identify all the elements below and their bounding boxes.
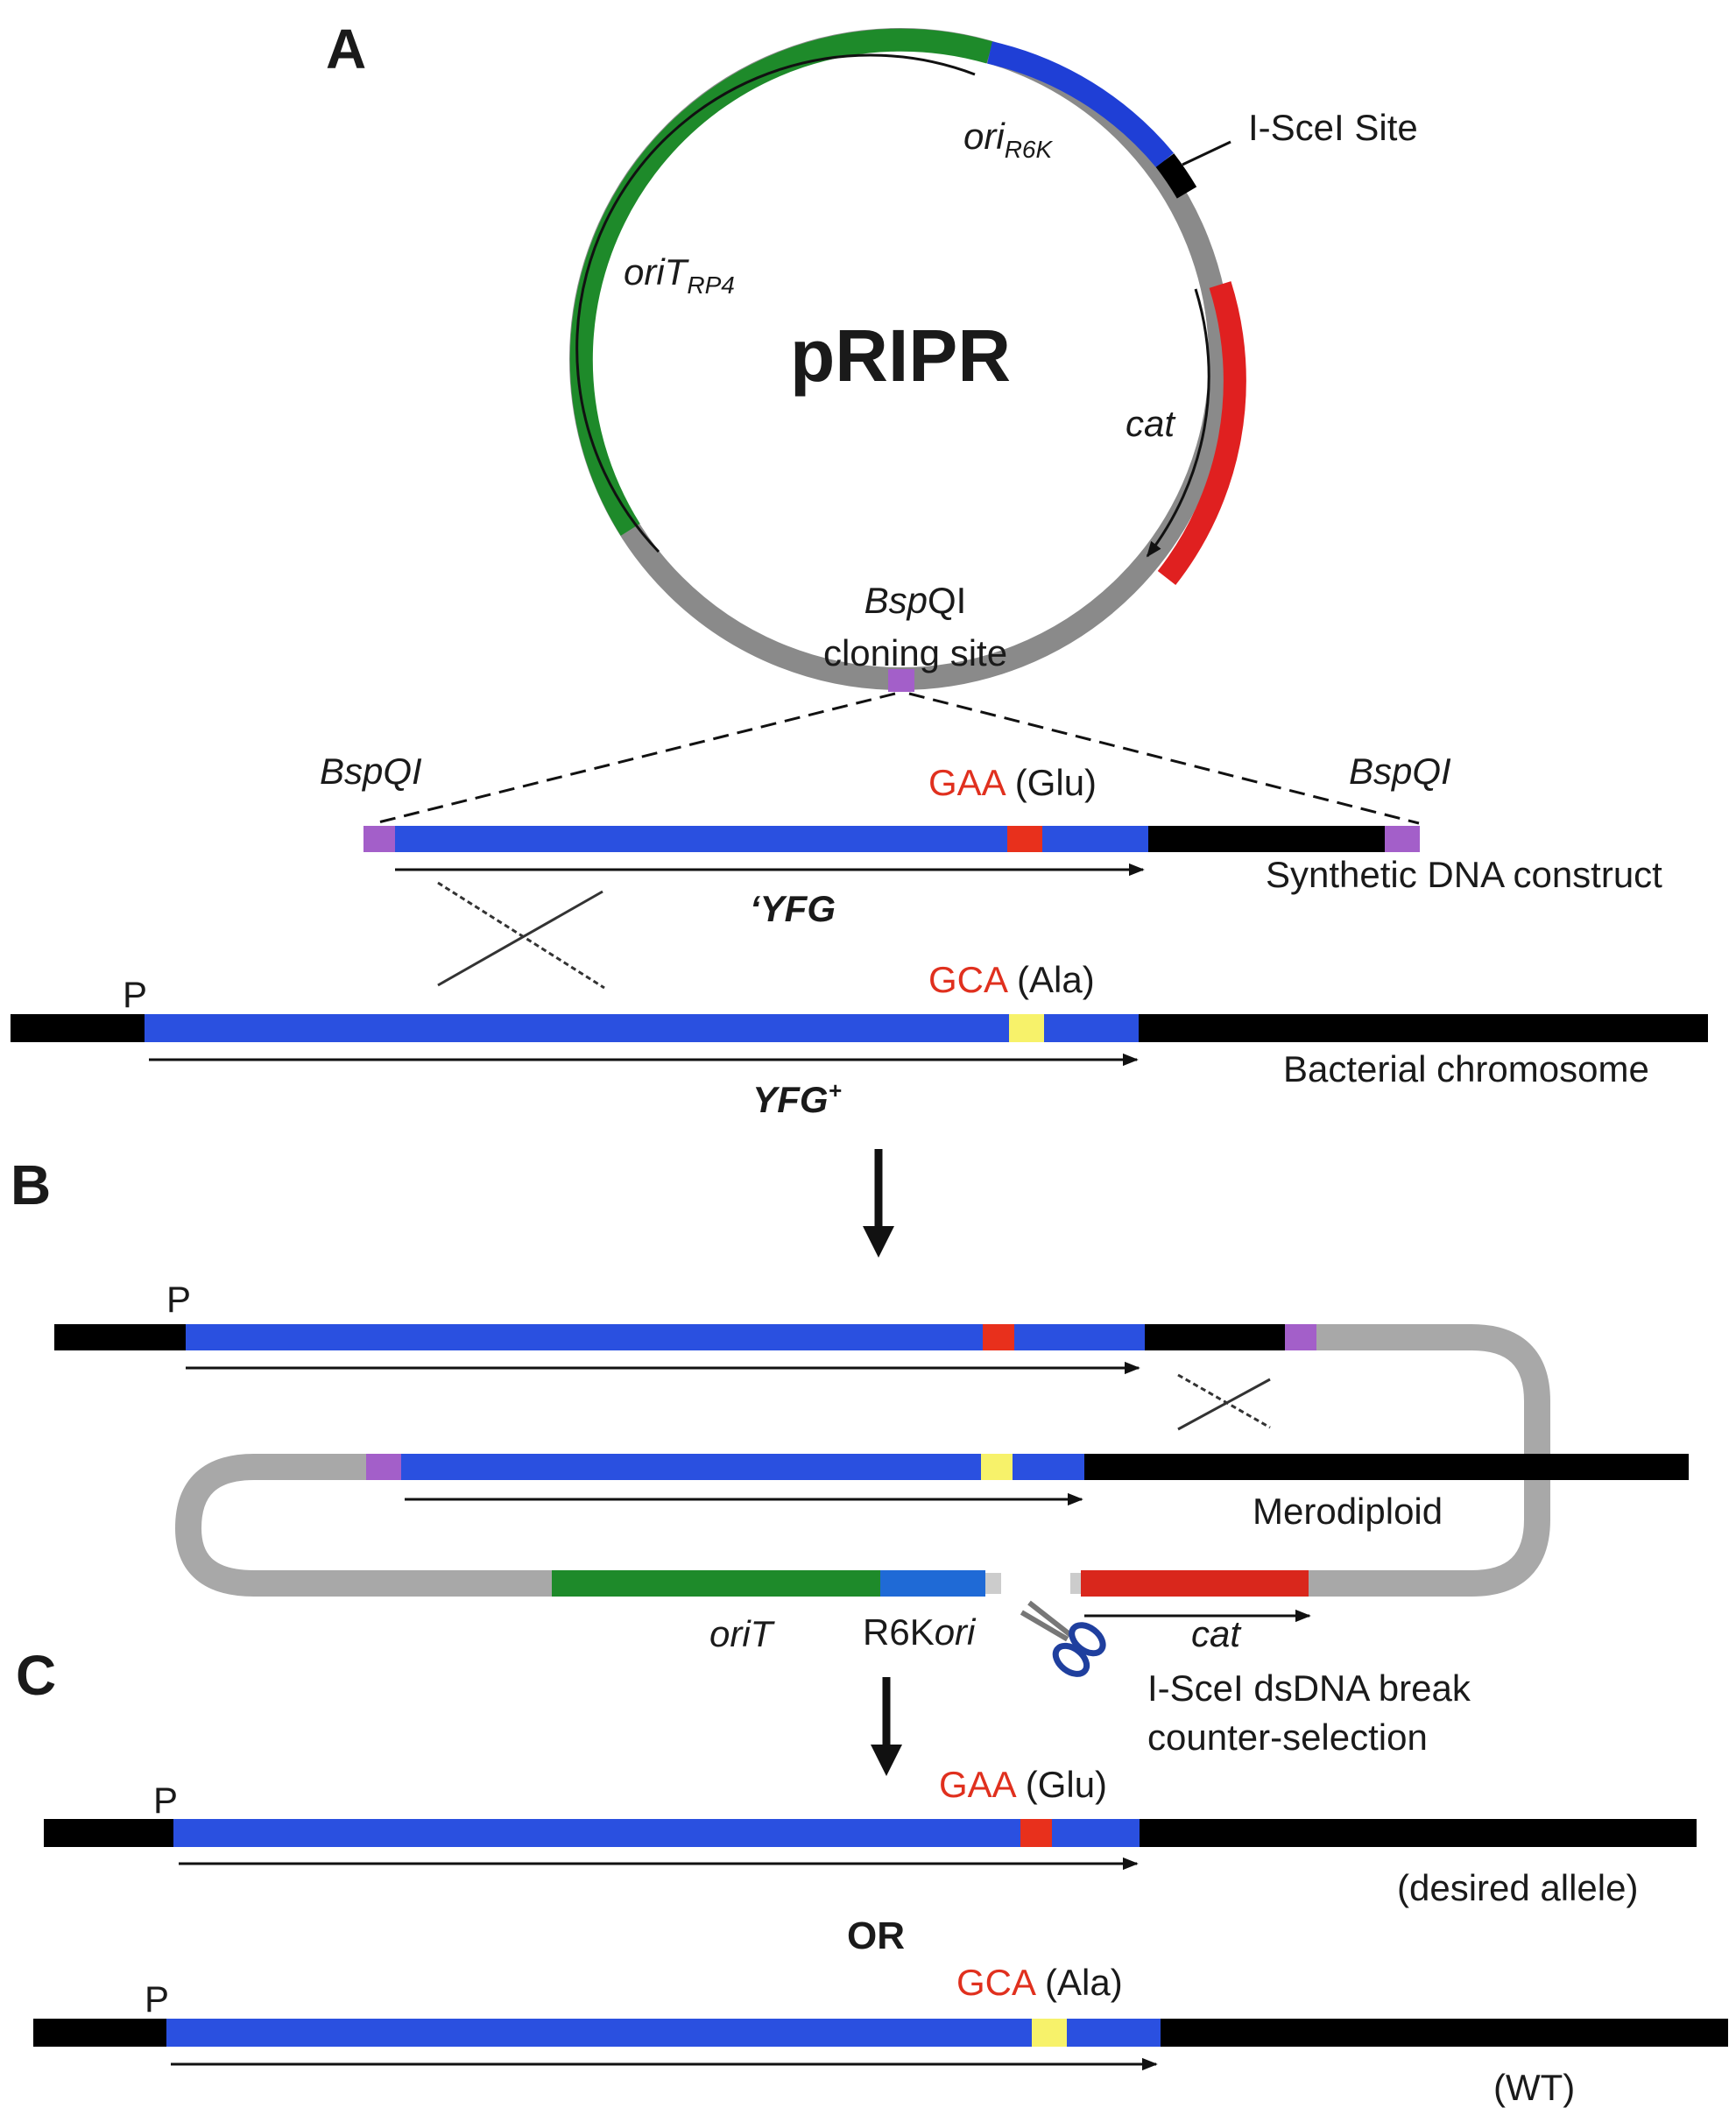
plasmid-name: pRIPR xyxy=(790,314,1011,397)
merodiploid-top-strand xyxy=(54,1324,1316,1350)
plasmid-cat-label: cat xyxy=(1126,403,1176,444)
isce-site-leader xyxy=(1182,140,1231,166)
panel-label-c: C xyxy=(16,1644,56,1707)
panel-label-a: A xyxy=(326,18,366,81)
desired-label: (desired allele) xyxy=(1397,1867,1638,1908)
break-label-line1: I-SceI dsDNA break xyxy=(1147,1667,1471,1709)
chromosome-left-flank xyxy=(11,1014,145,1042)
chromosome-gene-label: YFG+ xyxy=(752,1077,842,1120)
plasmid-orit-segment xyxy=(569,28,993,536)
chromosome-gene xyxy=(145,1014,1139,1042)
chromosome-right-flank xyxy=(1139,1014,1708,1042)
plasmid-isce-segment xyxy=(1155,153,1197,199)
merodiploid-promoter-label: P xyxy=(166,1279,191,1320)
synthetic-construct xyxy=(363,826,1420,852)
zoom-line-left xyxy=(374,692,896,825)
merodiploid-label: Merodiploid xyxy=(1253,1491,1443,1532)
chromosome-codon-label: GCA(Ala) xyxy=(928,959,1095,1000)
desired-codon-label: GAA(Glu) xyxy=(939,1764,1107,1805)
plasmid-ori-segment xyxy=(987,41,1175,168)
merodiploid-cat-segment xyxy=(1081,1570,1309,1597)
chromosome-label: Bacterial chromosome xyxy=(1283,1048,1649,1089)
crossover-a xyxy=(437,881,605,990)
panel-label-b: B xyxy=(11,1153,51,1216)
bacterial-chromosome xyxy=(11,1014,1708,1042)
construct-gene-label: ‘YFG xyxy=(750,888,836,929)
merodiploid-bottom-strand xyxy=(552,1570,1309,1597)
desired-promoter-label: P xyxy=(153,1780,178,1821)
merodiploid-mutant-codon xyxy=(983,1324,1014,1350)
construct-bspqi-site-left xyxy=(363,826,395,852)
break-label-line2: counter-selection xyxy=(1147,1717,1428,1758)
merodiploid-backbone-left xyxy=(174,1454,565,1597)
chromosome-wt-codon xyxy=(1009,1014,1044,1042)
plasmid-cat-segment xyxy=(1157,281,1246,586)
plasmid-map xyxy=(569,28,1246,692)
merodiploid-r6k-segment xyxy=(880,1570,985,1597)
zoom-line-right xyxy=(908,692,1420,825)
orit-direction-arc xyxy=(575,53,976,553)
wt-codon xyxy=(1032,2019,1067,2047)
construct-bspqi-site-right xyxy=(1385,826,1420,852)
desired-mutant-codon xyxy=(1020,1819,1052,1847)
construct-bspqi-left: BspQI xyxy=(320,751,422,792)
wt-codon-label: GCA(Ala) xyxy=(956,1962,1123,2003)
construct-codon-label: GAA(Glu) xyxy=(928,762,1097,803)
desired-allele xyxy=(44,1819,1697,1847)
construct-homology-arm xyxy=(1148,826,1385,852)
isce-site-label: I-SceI Site xyxy=(1248,107,1418,148)
scissors-icon xyxy=(1020,1600,1106,1677)
chromosome-promoter-label: P xyxy=(123,974,147,1015)
construct-label: Synthetic DNA construct xyxy=(1266,854,1662,895)
wt-allele xyxy=(33,2019,1728,2047)
plasmid-bspqi-site xyxy=(888,669,914,692)
merodiploid-orit-label: oriT xyxy=(709,1613,776,1654)
bspqi-label: BspQI xyxy=(864,580,967,621)
cloning-site-label: cloning site xyxy=(823,632,1007,673)
merodiploid-wt-codon xyxy=(981,1454,1013,1480)
crossover-b xyxy=(1177,1373,1271,1431)
construct-mutant-codon xyxy=(1007,826,1042,852)
merodiploid-r6k-label: R6Kori xyxy=(863,1611,977,1653)
construct-bspqi-right: BspQI xyxy=(1349,751,1451,792)
merodiploid-middle-strand xyxy=(366,1454,1689,1480)
plasmid-ori-label: oriR6K xyxy=(963,116,1053,163)
cat-direction-arrow xyxy=(1146,288,1210,558)
merodiploid-orit-segment xyxy=(552,1570,880,1597)
merodiploid-cat-label: cat xyxy=(1191,1613,1242,1654)
or-label: OR xyxy=(847,1914,905,1957)
plasmid-orit-label: oriTRP4 xyxy=(624,251,735,299)
wt-label: (WT) xyxy=(1493,2067,1575,2108)
wt-promoter-label: P xyxy=(145,1978,169,2020)
